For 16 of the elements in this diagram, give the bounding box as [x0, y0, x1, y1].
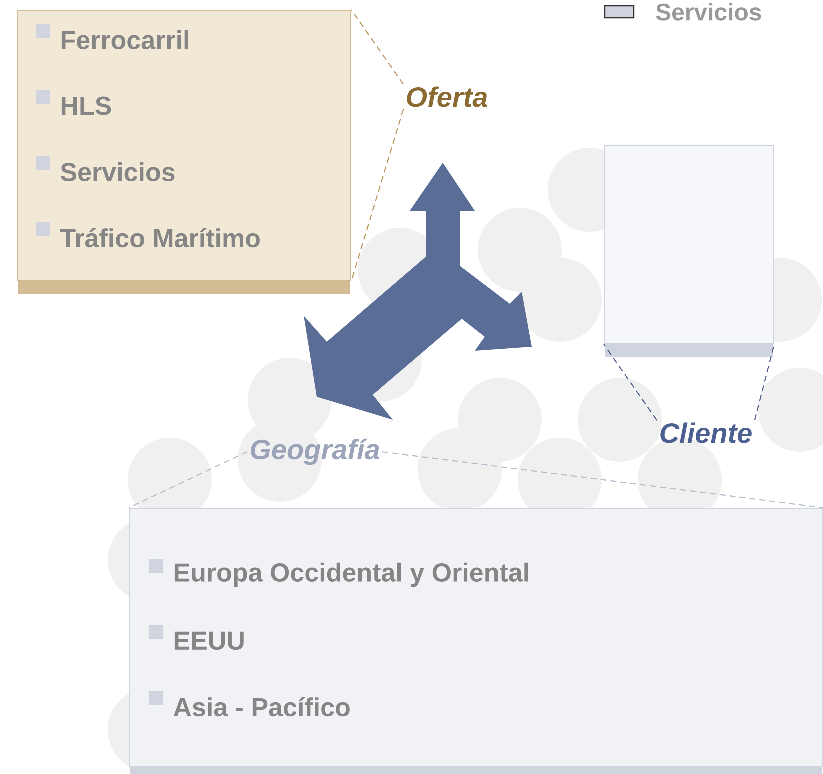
section-label: Geografía	[251, 438, 380, 466]
leader-line	[382, 451, 823, 509]
list-item: EEUU	[149, 625, 244, 650]
section-label: Oferta	[407, 86, 488, 108]
list-item: Servicios	[36, 156, 175, 182]
legend-label: Servicios	[656, 3, 762, 21]
list-item: Europa Occidental y Oriental	[149, 559, 528, 588]
leader-line	[754, 344, 776, 421]
list-item: Ferrocarril	[36, 24, 188, 50]
list-item: Asia - Pacífico	[149, 691, 350, 717]
list-item: Tráfico Marítimo	[36, 222, 260, 248]
leader-line	[351, 10, 404, 85]
leader-line	[128, 452, 248, 508]
list-item: HLS	[36, 90, 112, 116]
section-label: Cliente	[660, 422, 752, 444]
leader-line	[604, 344, 658, 421]
